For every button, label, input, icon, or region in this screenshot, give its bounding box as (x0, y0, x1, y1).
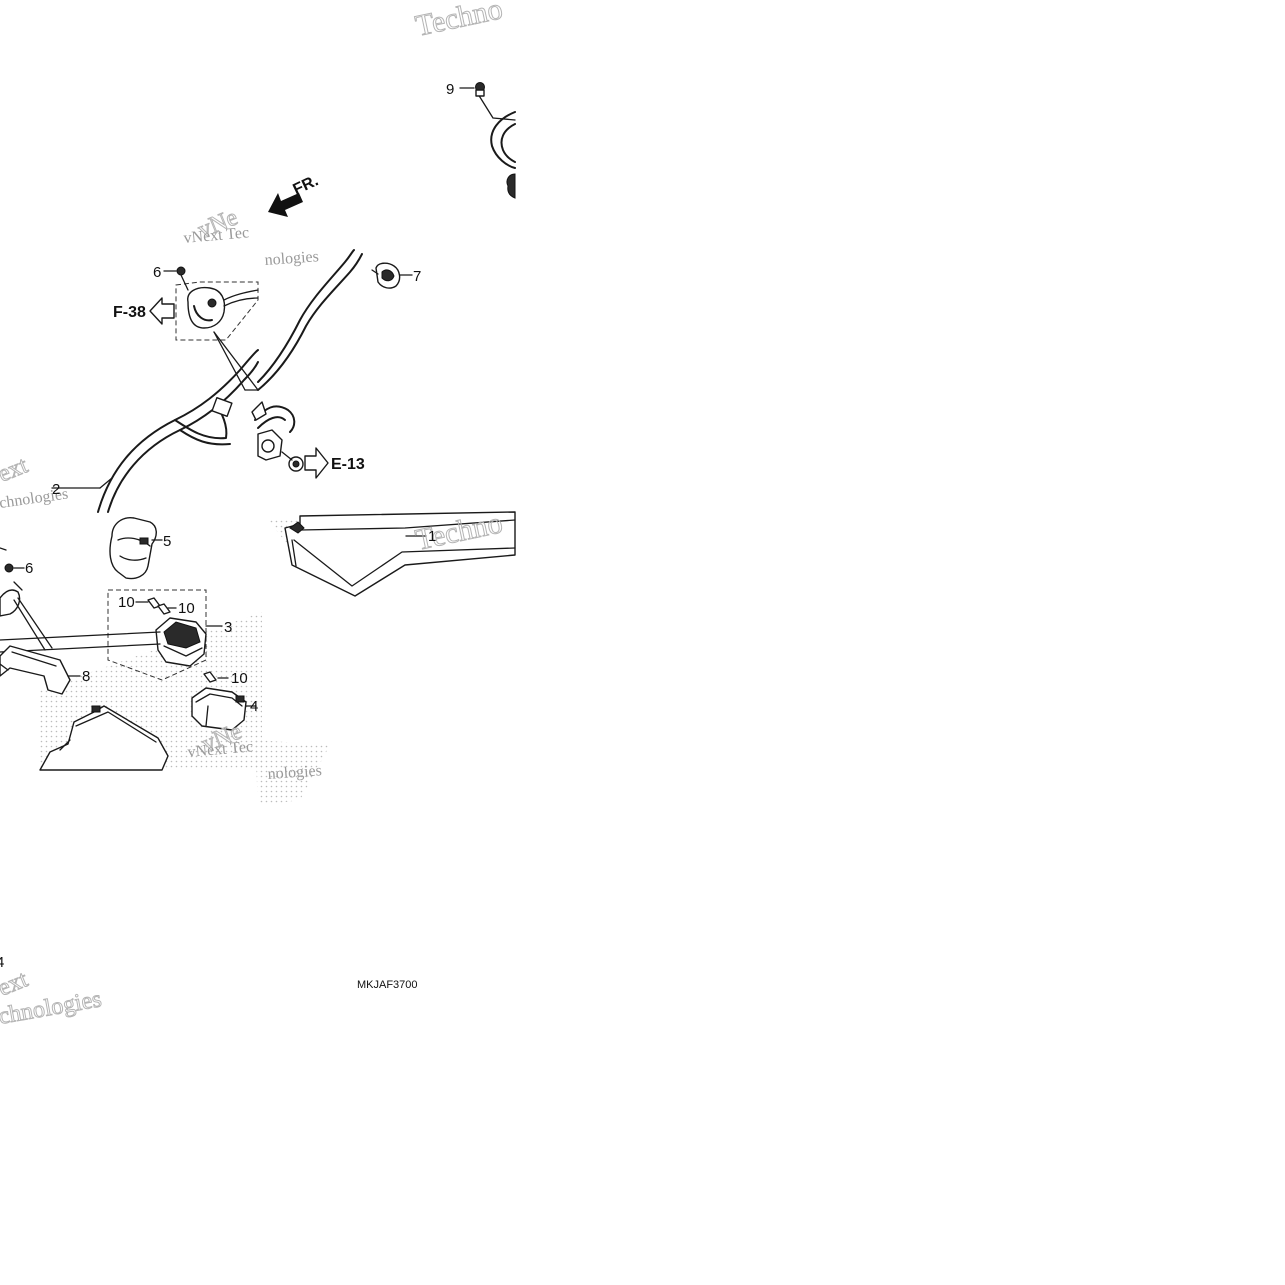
reference-f38: F-38 (113, 304, 146, 321)
callout-10-right: 10 (178, 600, 195, 617)
callout-3: 3 (224, 619, 232, 636)
wire-harness-2 (51, 249, 363, 513)
callout-2: 2 (52, 481, 60, 498)
callout-4: 4 (250, 698, 258, 715)
callout-8: 8 (82, 668, 90, 685)
battery-1 (284, 511, 516, 597)
watermark-text: ext (0, 966, 32, 1001)
clip-7 (371, 262, 413, 289)
bolt-6-upper (163, 266, 189, 291)
callout-4-edge: 4 (0, 954, 4, 971)
front-direction-label: FR. (291, 172, 322, 198)
battery-tray (39, 705, 169, 771)
reference-arrow-f38 (149, 297, 175, 325)
starter-relay-3 (0, 589, 223, 681)
relay-cover-5 (109, 517, 163, 580)
callouts: 9 6 7 2 1 5 6 10 10 3 8 10 4 4 (0, 81, 454, 971)
watermark-text: vNext Tec (187, 738, 254, 761)
fuses-10 (135, 597, 229, 683)
drawing-code: MKJAF3700 (357, 979, 418, 991)
callout-10-left: 10 (118, 594, 135, 611)
watermark-text: nologies (264, 248, 319, 269)
callout-1: 1 (428, 528, 436, 545)
harness-connector (257, 429, 304, 472)
upper-right-harness-fragment (477, 93, 516, 199)
fuse-box-4 (191, 687, 257, 731)
watermark-text: nologies (267, 762, 322, 783)
callout-6-lower: 6 (25, 560, 33, 577)
callout-6-upper: 6 (153, 264, 161, 281)
callout-10-lower: 10 (231, 670, 248, 687)
battery-band-8 (0, 645, 81, 695)
callout-7: 7 (413, 268, 421, 285)
watermark-text: vNext Tec (183, 224, 250, 247)
bolt-6-lower (0, 547, 53, 651)
callout-9: 9 (446, 81, 454, 98)
reference-arrow-e13 (304, 447, 329, 479)
upper-clamp-detail (175, 281, 259, 391)
watermark-text: Techno (413, 0, 506, 43)
reference-labels: F-38 E-13 (113, 304, 365, 473)
reference-e13: E-13 (331, 456, 365, 473)
watermark-text: ext (0, 452, 32, 487)
bolt-9 (459, 82, 485, 97)
front-direction-arrow: FR. (268, 172, 321, 217)
callout-5: 5 (163, 533, 171, 550)
